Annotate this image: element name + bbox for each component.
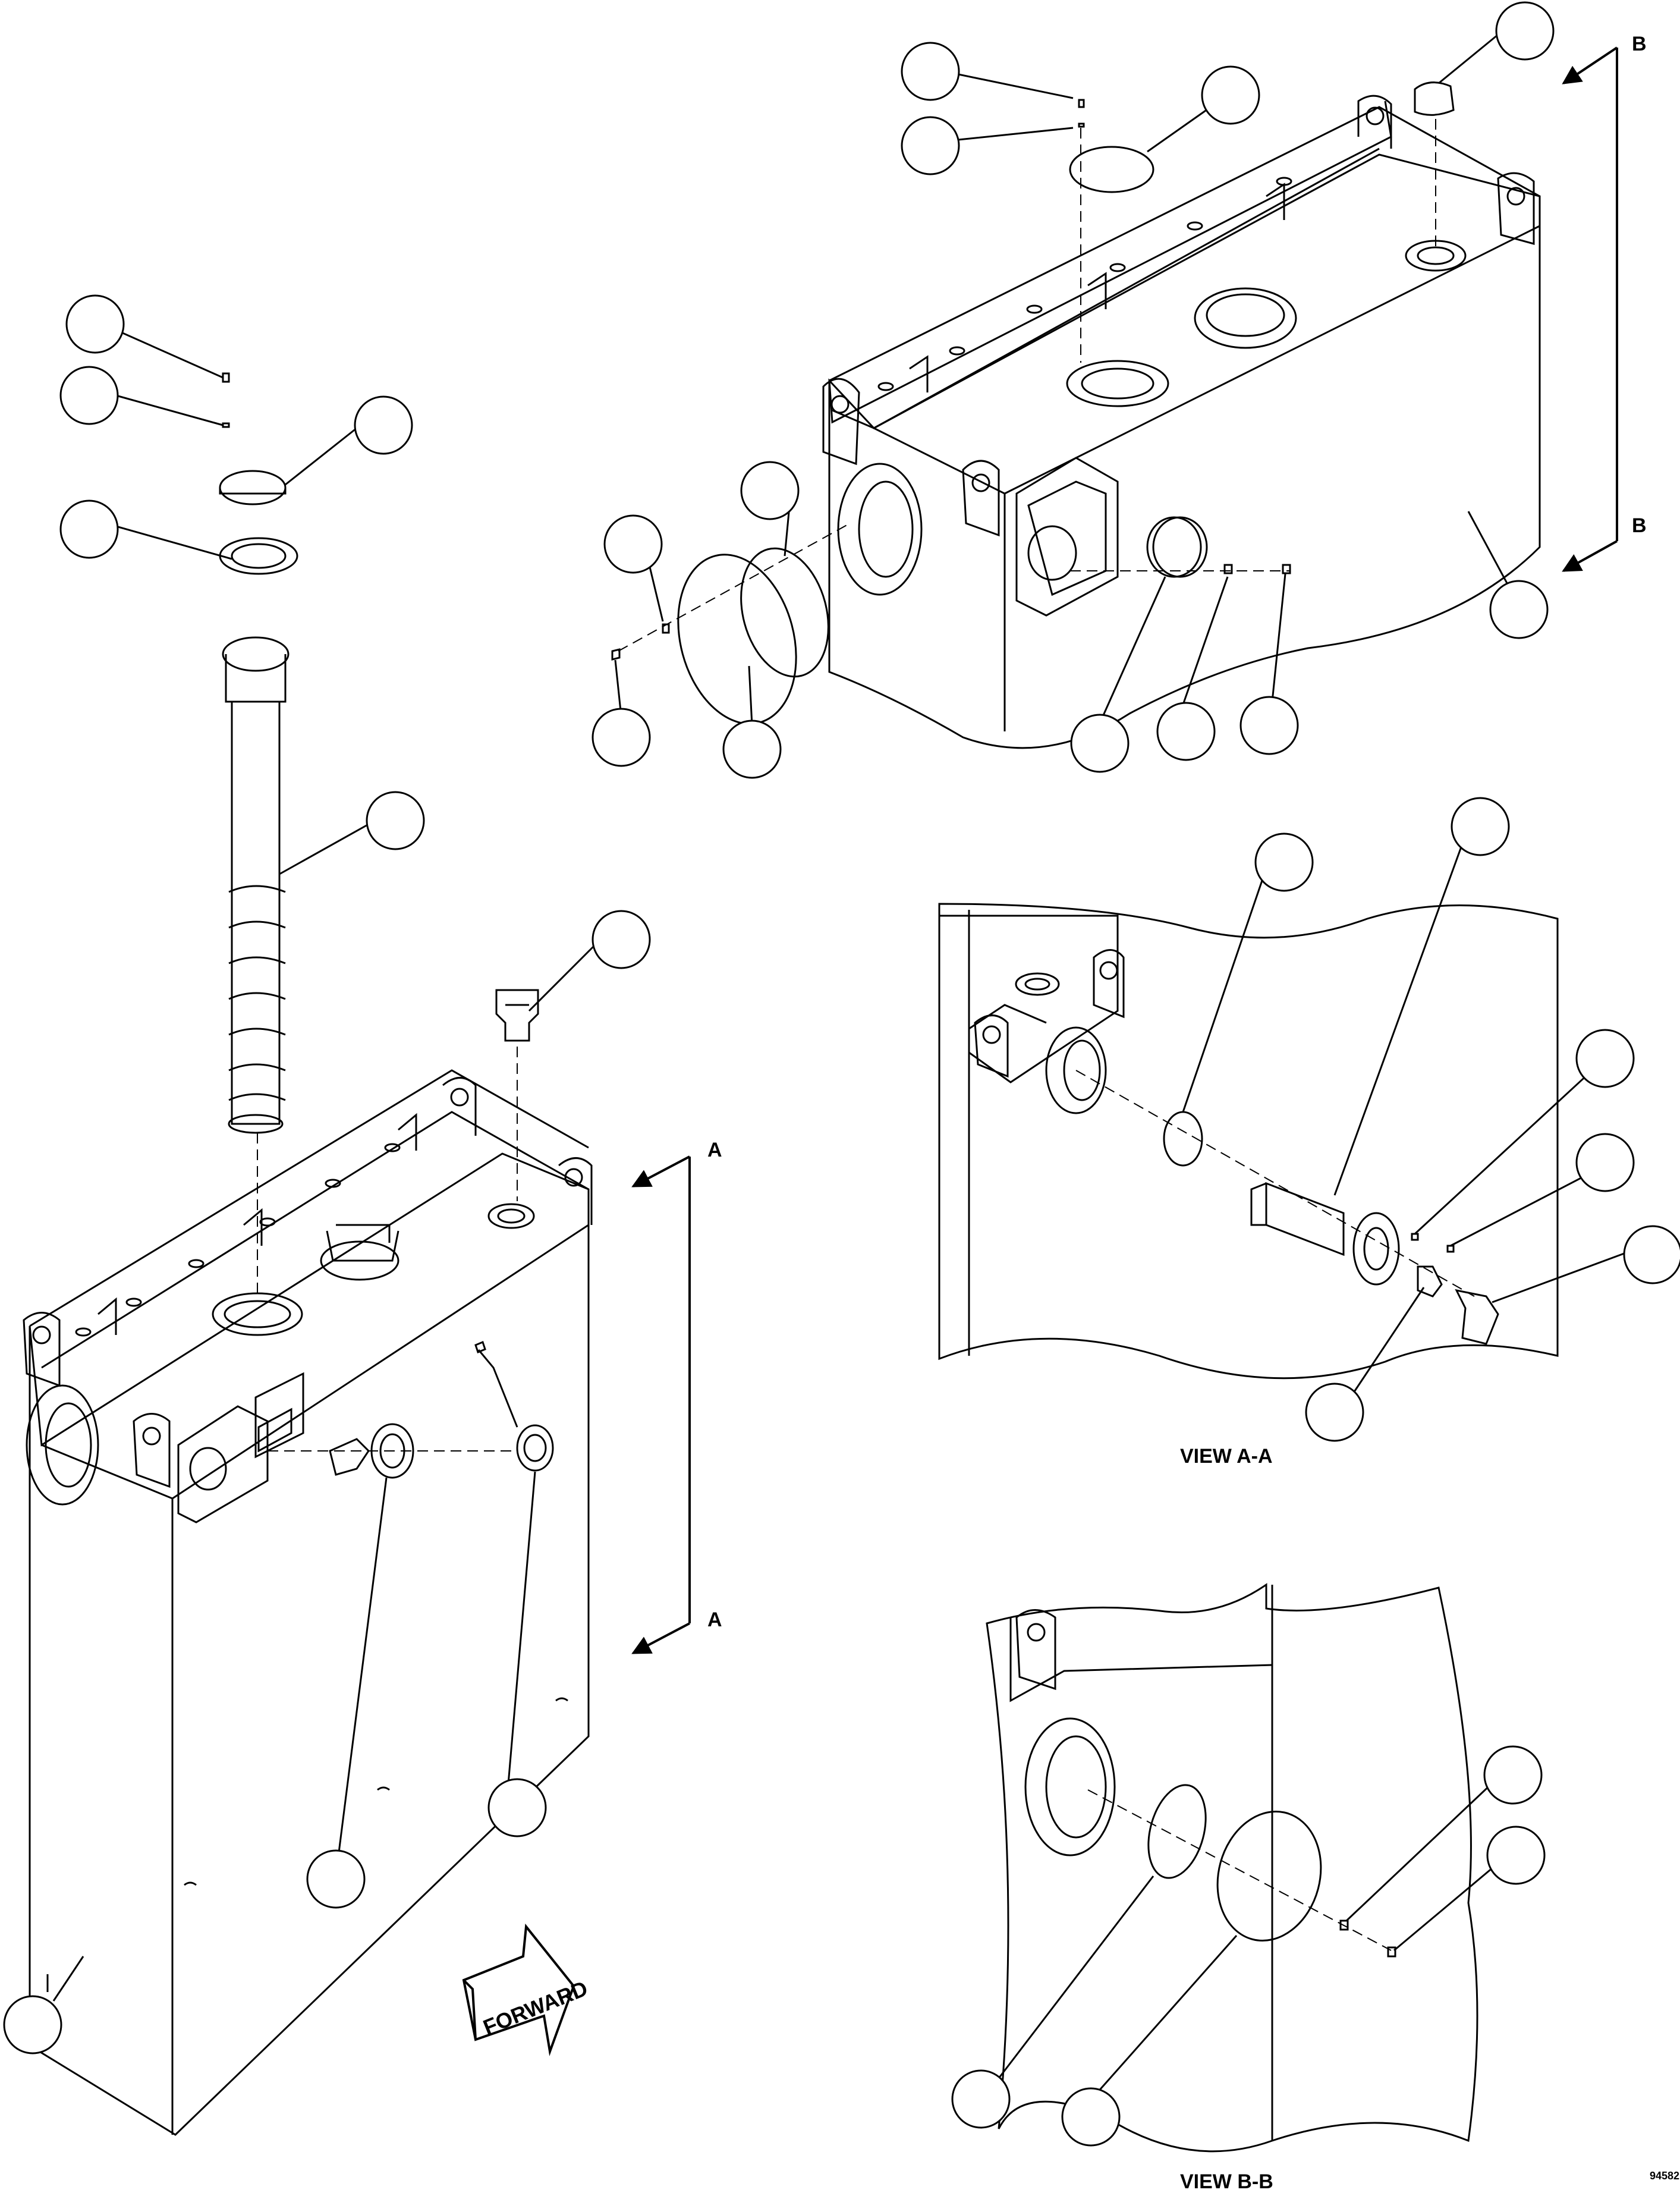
callout-bubble (741, 462, 798, 519)
callout-bubble (593, 709, 650, 766)
section-mark-b-top: B (1632, 33, 1647, 55)
callout-bubble (1577, 1134, 1634, 1191)
callout-bubble (1487, 1827, 1544, 1884)
callout-bubble (1062, 2088, 1119, 2145)
callout-bubble (367, 792, 424, 849)
callout-bubble (902, 43, 959, 100)
tank-upper-view (823, 96, 1540, 748)
exploded-parts-upper (612, 83, 1454, 737)
section-arrows (631, 48, 1617, 1653)
view-a-caption: VIEW A-A (1180, 1445, 1273, 1468)
detail-view-a (939, 904, 1558, 1378)
section-mark-b-bottom: B (1632, 514, 1647, 537)
exploded-parts-main (268, 990, 553, 1478)
callout-bubble (307, 1851, 364, 1908)
callout-bubble (1256, 834, 1313, 891)
callout-bubble (952, 2071, 1009, 2128)
callout-bubble (593, 911, 650, 968)
callout-bubble (489, 1779, 546, 1836)
callout-bubble (1071, 715, 1128, 772)
callout-bubble (902, 117, 959, 174)
detail-view-b (987, 1585, 1477, 2151)
leader-lines (54, 30, 1629, 2093)
callout-bubble (1490, 581, 1547, 638)
callout-bubble (1496, 2, 1553, 59)
callout-bubbles (4, 2, 1680, 2145)
callout-bubble (1484, 1746, 1541, 1804)
callout-bubble (605, 516, 662, 573)
callout-bubble (1241, 697, 1298, 754)
callout-bubble (1202, 67, 1259, 124)
figure-id: 94582 (1650, 2170, 1679, 2182)
callout-bubble (1306, 1384, 1363, 1441)
fuel-level-sender-exploded (220, 373, 297, 1296)
callout-bubble (723, 721, 781, 778)
callout-bubble (1452, 798, 1509, 855)
view-b-caption: VIEW B-B (1180, 2170, 1273, 2193)
callout-bubble (355, 397, 412, 454)
forward-arrow (464, 1927, 574, 2052)
callout-bubble (61, 501, 118, 558)
callout-bubble (1624, 1226, 1680, 1283)
callout-bubble (67, 296, 124, 353)
callout-bubble (61, 367, 118, 424)
callout-bubble (4, 1996, 61, 2053)
callout-bubble (1157, 703, 1215, 760)
section-mark-a-top: A (707, 1139, 722, 1161)
tank-main-view (24, 1070, 592, 2135)
section-mark-a-bottom: A (707, 1608, 722, 1631)
forward-arrow-label: FORWARD (480, 1976, 591, 2040)
callout-bubble (1577, 1030, 1634, 1087)
